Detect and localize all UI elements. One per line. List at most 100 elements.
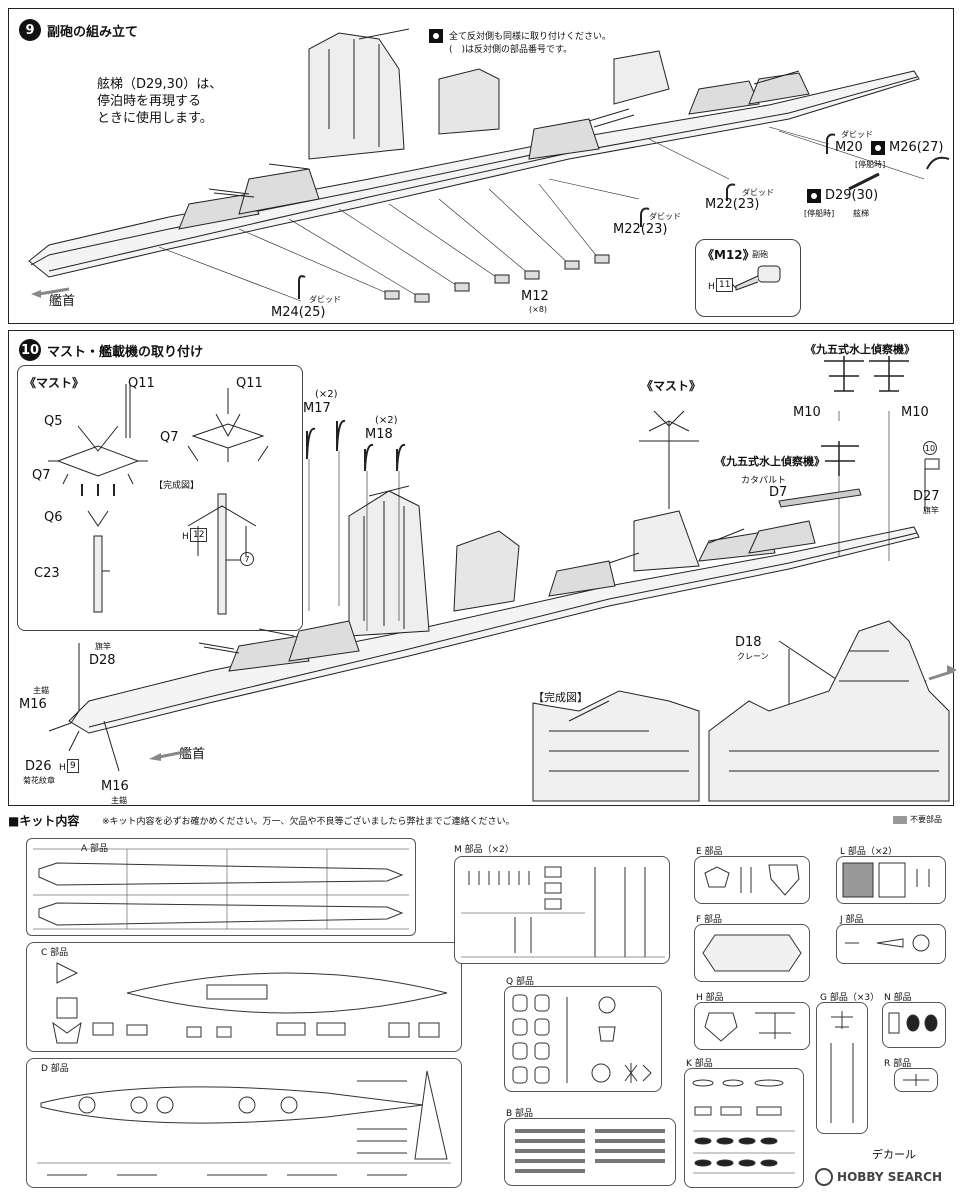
sprue-g-label: G 部品（×3） [820, 993, 880, 1003]
part-c23: C23 [34, 566, 60, 581]
step10-panel: 10 マスト・艦載機の取り付け 《マスト》 Q11 Q5 Q7 Q6 C23 Q… [8, 330, 957, 806]
sprue-c-parts [52, 962, 448, 1044]
step9-number: 9 [19, 19, 41, 41]
sprue-b [504, 1118, 676, 1186]
sprue-q [504, 986, 662, 1092]
mast-diagram [48, 384, 269, 615]
m17-count: (×2) [315, 389, 338, 400]
kit-contents-panel: ■キット内容 ※キット内容を必ずお確かめください。万一、欠品や不良等ございました… [8, 812, 954, 1192]
sprue-k-parts [692, 1079, 795, 1174]
d26-note: 菊花紋章 [23, 776, 55, 785]
symmetry-icon-d29 [807, 189, 821, 203]
watermark: HOBBY SEARCH [815, 1168, 942, 1186]
step9-note-2: 停泊時を再現する [97, 94, 202, 109]
watermark-logo-icon [815, 1168, 834, 1186]
d26-h: H [59, 763, 66, 773]
part-d29-label: D29(30) [825, 188, 879, 203]
step9-legend-2: ( )は反対側の部品番号です。 [449, 45, 573, 55]
d29-anchored: [停船時] [804, 209, 835, 218]
m16a-note: 主錨 [33, 686, 49, 695]
mast-circle-7: 7 [240, 552, 254, 566]
sprue-a-parts [33, 848, 409, 930]
m26-anchored: [停船時] [855, 160, 886, 169]
sprue-l-parts [842, 862, 930, 898]
plane-title-2: 《九五式水上偵察機》 [715, 455, 825, 468]
part-q7a: Q7 [32, 468, 51, 483]
plane-title: 《九五式水上偵察機》 [805, 343, 915, 356]
m12-inset: 《M12》 副砲 H 11 [695, 239, 801, 317]
kit-note: ※キット内容を必ずお確かめください。万一、欠品や不良等ございましたら弊社までご連… [102, 817, 515, 827]
sprue-l-label: L 部品（×2） [840, 847, 898, 857]
secondary-gun-icon [731, 265, 781, 291]
sprue-d-label: D 部品 [41, 1064, 69, 1074]
step10-number: 10 [19, 339, 41, 361]
part-d26: D26 [25, 759, 52, 774]
mast-h12-h: H [182, 532, 189, 542]
watermark-text: HOBBY SEARCH [837, 1170, 942, 1184]
unused-swatch [893, 815, 907, 824]
mast-inset-title: 《マスト》 [24, 376, 85, 390]
sprue-c: C 部品 [26, 942, 462, 1052]
sprue-k-label: K 部品 [686, 1059, 713, 1069]
part-q11a: Q11 [128, 376, 155, 391]
sprue-j [836, 924, 946, 964]
sprue-q-label: Q 部品 [506, 977, 534, 987]
part-d18: D18 [735, 635, 762, 650]
m22a-note: ダビッド [742, 188, 774, 197]
sprue-e-parts [704, 864, 800, 896]
mast-h12-num: 12 [190, 528, 208, 542]
sprue-r-parts [903, 1074, 929, 1086]
part-d28: D28 [89, 653, 116, 668]
kit-title: ■キット内容 [8, 814, 80, 828]
part-m18: M18 [365, 427, 393, 442]
part-m16b: M16 [101, 779, 129, 794]
sprue-a: A 部品 [26, 838, 416, 936]
battleship-drawing-step10 [48, 356, 957, 802]
part-m10a: M10 [793, 405, 821, 420]
sprue-b-parts [515, 1129, 665, 1173]
part-m26-label: M26(27) [889, 140, 944, 155]
sprue-m [454, 856, 670, 964]
sprue-n [882, 1002, 946, 1048]
sprue-e-label: E 部品 [696, 847, 723, 857]
sprue-b-label: B 部品 [506, 1109, 534, 1119]
complete-label-b: 【完成図】 [533, 691, 588, 704]
m12-inset-sub: 副砲 [752, 250, 768, 259]
sprue-d-parts [37, 1070, 451, 1176]
mast-title-2: 《マスト》 [641, 379, 702, 393]
part-m22b-label: M22(23) [613, 222, 668, 237]
m12-inset-title: 《M12》 [702, 248, 755, 262]
sprue-e [694, 856, 810, 904]
sprue-q-parts [512, 994, 652, 1084]
sprue-d: D 部品 [26, 1058, 462, 1188]
sprue-n-parts [888, 1012, 938, 1034]
sprue-h-parts [704, 1012, 795, 1042]
step9-panel: 9 副砲の組み立て 舷梯（D29,30）は、 停泊時を再現する ときに使用します… [8, 8, 954, 324]
part-d7: D7 [769, 485, 788, 500]
part-m20-label: M20 [835, 140, 863, 155]
m12-count: (×8) [529, 305, 548, 314]
sprue-c-label: C 部品 [41, 948, 69, 958]
part-m10b: M10 [901, 405, 929, 420]
crane-label: クレーン [737, 652, 769, 661]
part-q5: Q5 [44, 414, 63, 429]
sprue-n-label: N 部品 [884, 993, 912, 1003]
m18-count: (×2) [375, 415, 398, 426]
catapult-label: カタパルト [741, 476, 787, 486]
d26-h-num: 9 [67, 759, 79, 773]
part-m16a: M16 [19, 697, 47, 712]
unused-legend-text: 不要部品 [910, 815, 942, 824]
part-m17: M17 [303, 401, 331, 416]
symmetry-icon [429, 29, 443, 43]
step9-legend-1: 全て反対側も同様に取り付けください。 [449, 32, 612, 42]
battleship-drawing-step9 [28, 28, 950, 303]
sprue-f-parts [702, 934, 802, 972]
unused-parts-legend: 不要部品 [893, 814, 942, 825]
part-m24-label: M24(25) [271, 305, 326, 320]
step9-title: 副砲の組み立て [47, 25, 139, 40]
m24-note: ダビッド [309, 295, 341, 304]
part-q7b: Q7 [160, 430, 179, 445]
sprue-j-label: J 部品 [840, 915, 864, 925]
sprue-j-parts [845, 934, 930, 952]
mast-complete-label: 【完成図】 [154, 481, 200, 491]
